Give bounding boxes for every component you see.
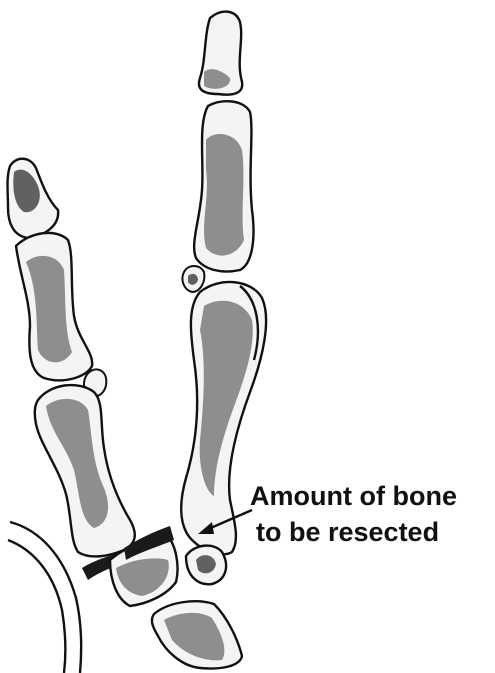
resection-annotation-label: Amount of bone to be resected: [250, 478, 457, 550]
left-distal-phalanx: [8, 159, 59, 238]
metacarpal-shaft: [152, 601, 242, 668]
annotation-line-2: to be resected: [250, 514, 457, 550]
left-middle-phalanx: [16, 233, 92, 380]
left-proximal-phalanx: [35, 385, 135, 556]
right-distal-phalanx: [199, 12, 242, 95]
right-middle-phalanx: [194, 101, 253, 271]
annotation-line-1: Amount of bone: [250, 481, 457, 511]
resected-bone-fragment: [186, 546, 226, 585]
right-sesamoid: [182, 266, 204, 292]
palm-outline: [8, 522, 81, 673]
